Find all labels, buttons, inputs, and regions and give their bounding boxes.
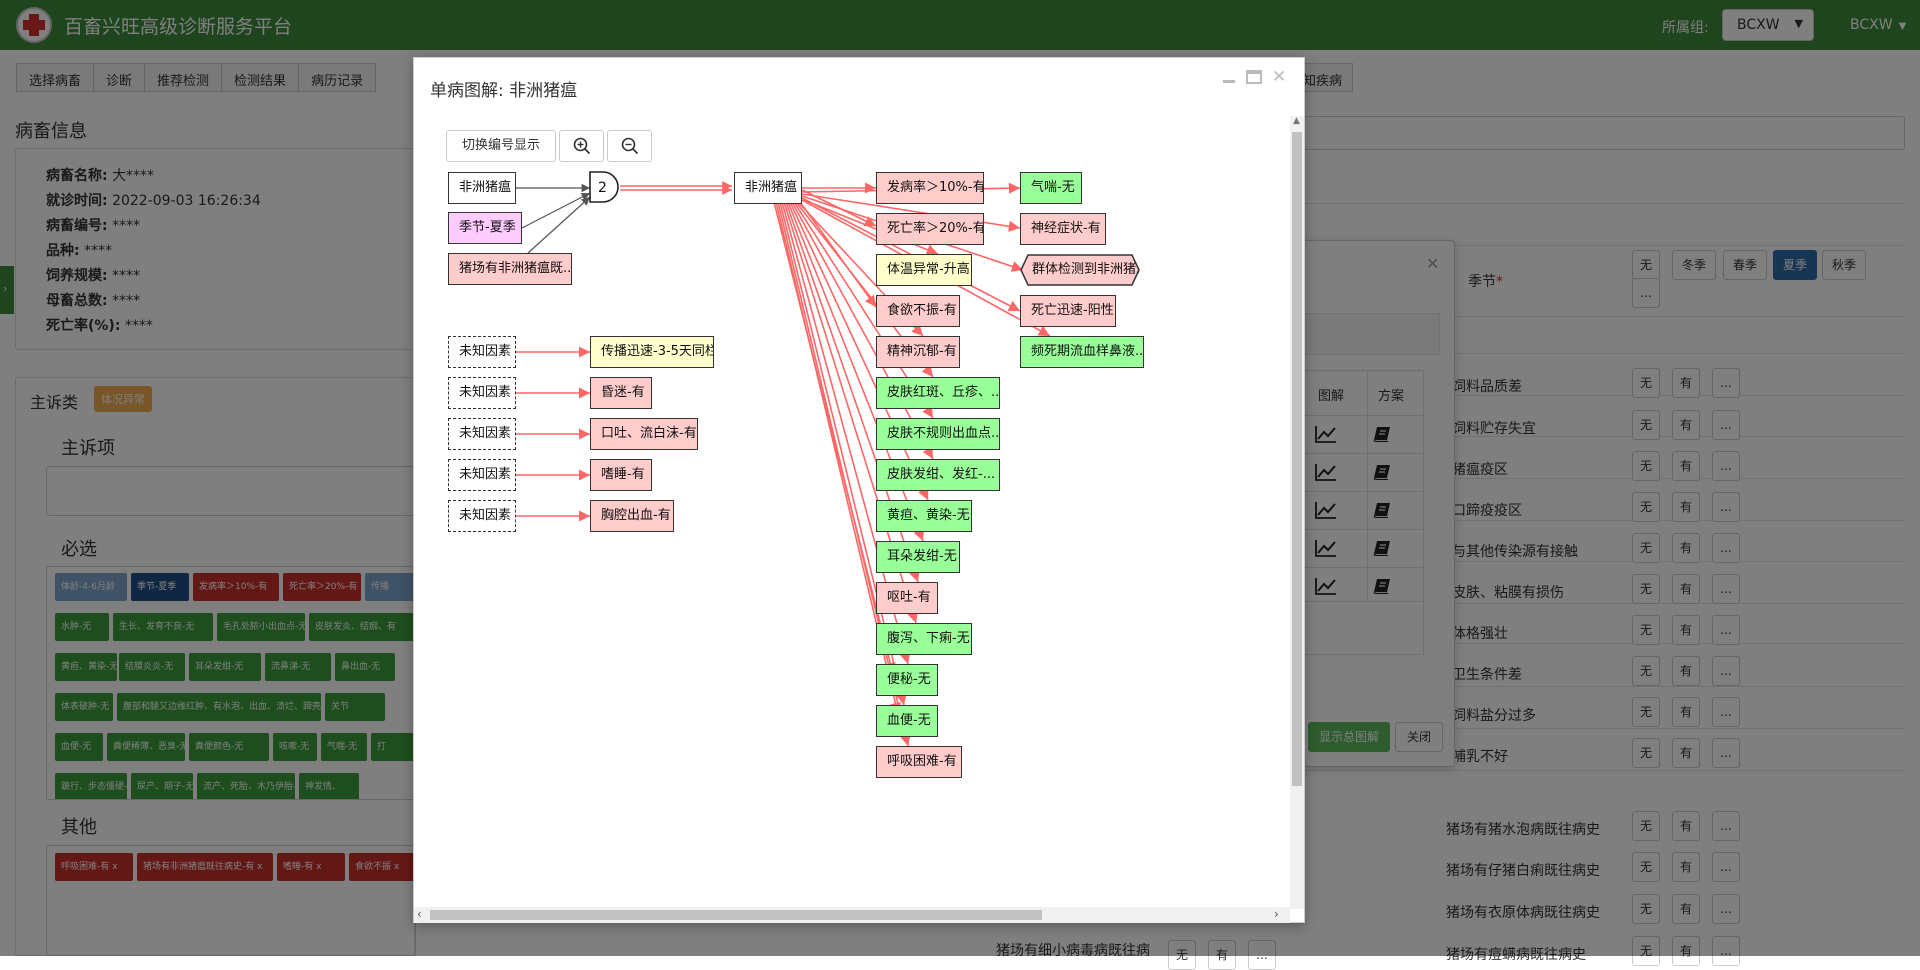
graph-node[interactable]: 皮肤发绀、发红-... (876, 459, 1000, 491)
graph-node[interactable]: 昏迷-有 (590, 377, 652, 409)
graph-node[interactable]: 未知因素 (448, 377, 516, 409)
graph-canvas[interactable]: 切换编号显示 2 非洲猪瘟季节-夏季猪场有非洲猪瘟既...非洲猪瘟未知因素未知因… (428, 114, 1304, 907)
graph-node[interactable]: 气喘-无 (1020, 172, 1082, 204)
graph-edge (773, 201, 896, 675)
graph-node[interactable]: 频死期流血样鼻液... (1020, 336, 1144, 368)
zoom-in-button[interactable] (559, 130, 604, 162)
graph-node[interactable]: 皮肤不规则出血点... (876, 418, 1000, 450)
node-label: 群体检测到非洲猪... (1032, 262, 1140, 277)
graph-node[interactable]: 未知因素 (448, 418, 516, 450)
graph-node[interactable]: 发病率＞10%-有 (876, 172, 984, 204)
graph-node[interactable]: 未知因素 (448, 500, 516, 532)
graph-node[interactable]: 呕吐-有 (876, 582, 938, 614)
graph-node[interactable]: 未知因素 (448, 336, 516, 368)
zoom-out-icon (621, 137, 638, 155)
scroll-thumb[interactable] (1292, 132, 1302, 786)
graph-node[interactable]: 血便-无 (876, 705, 938, 737)
graph-node[interactable]: 口吐、流白沫-有 (590, 418, 698, 450)
graph-node[interactable]: 群体检测到非洲猪... (1020, 254, 1140, 286)
vertical-scrollbar[interactable]: ▲ (1290, 116, 1304, 909)
graph-edge (527, 196, 591, 254)
graph-node[interactable]: 黄疸、黄染-无 (876, 500, 972, 532)
scroll-up-icon[interactable]: ▲ (1293, 116, 1300, 126)
graph-edge (803, 199, 939, 256)
graph-node[interactable]: 死亡率＞20%-有 (876, 213, 984, 245)
graph-edge (799, 201, 877, 308)
zoom-out-button[interactable] (607, 130, 652, 162)
scroll-right-icon[interactable]: › (1274, 907, 1279, 921)
gate-label: 2 (598, 180, 607, 196)
graph-node[interactable]: 食欲不振-有 (876, 295, 960, 327)
toggle-number-button[interactable]: 切换编号显示 (446, 130, 556, 162)
graph-node[interactable]: 腹泻、下痢-无 (876, 623, 972, 655)
modal-title: 单病图解: 非洲猪瘟 (430, 81, 578, 101)
graph-node[interactable]: 胸腔出血-有 (590, 500, 674, 532)
hexagon-node-shape (1020, 254, 1140, 286)
horizontal-scrollbar[interactable]: ‹› (414, 907, 1290, 923)
graph-node[interactable]: 嗜睡-有 (590, 459, 652, 491)
graph-node[interactable]: 呼吸困难-有 (876, 746, 962, 778)
and-gate-icon (589, 171, 619, 203)
graph-node[interactable]: 传播迅速-3-5天同栏... (590, 336, 714, 368)
graph-node[interactable]: 未知因素 (448, 459, 516, 491)
disease-graph-modal: 单病图解: 非洲猪瘟 ✕ 切换编号显示 2 非洲猪瘟季节-夏季猪场有非洲猪瘟既.… (413, 57, 1305, 923)
graph-node[interactable]: 精神沉郁-有 (876, 336, 960, 368)
graph-node[interactable]: 非洲猪瘟 (734, 172, 802, 204)
graph-node[interactable]: 季节-夏季 (448, 212, 522, 244)
graph-node[interactable]: 神经症状-有 (1020, 213, 1106, 245)
close-icon[interactable]: ✕ (1272, 67, 1287, 87)
graph-node[interactable]: 体温异常-升高 (876, 254, 972, 286)
graph-node[interactable]: 便秘-无 (876, 664, 938, 696)
scroll-left-icon[interactable]: ‹ (417, 907, 422, 921)
graph-node[interactable]: 皮肤红斑、丘疹、... (876, 377, 1000, 409)
graph-edge (791, 201, 934, 460)
graph-node[interactable]: 猪场有非洲猪瘟既... (448, 253, 572, 285)
graph-node[interactable]: 耳朵发绀-无 (876, 541, 960, 573)
graph-node[interactable]: 非洲猪瘟 (448, 172, 516, 204)
graph-node[interactable]: 死亡迅速-阳性 (1020, 295, 1116, 327)
minimize-icon[interactable] (1222, 71, 1236, 89)
graph-edge (777, 201, 911, 747)
graph-edges: 2 (516, 171, 1051, 747)
graph-edge (521, 192, 591, 229)
maximize-icon[interactable] (1246, 70, 1262, 88)
graph-edge (801, 189, 877, 227)
graph-edge (779, 201, 907, 706)
scroll-thumb[interactable] (430, 910, 1042, 920)
graph-edge (789, 201, 929, 501)
zoom-in-icon (573, 137, 590, 155)
